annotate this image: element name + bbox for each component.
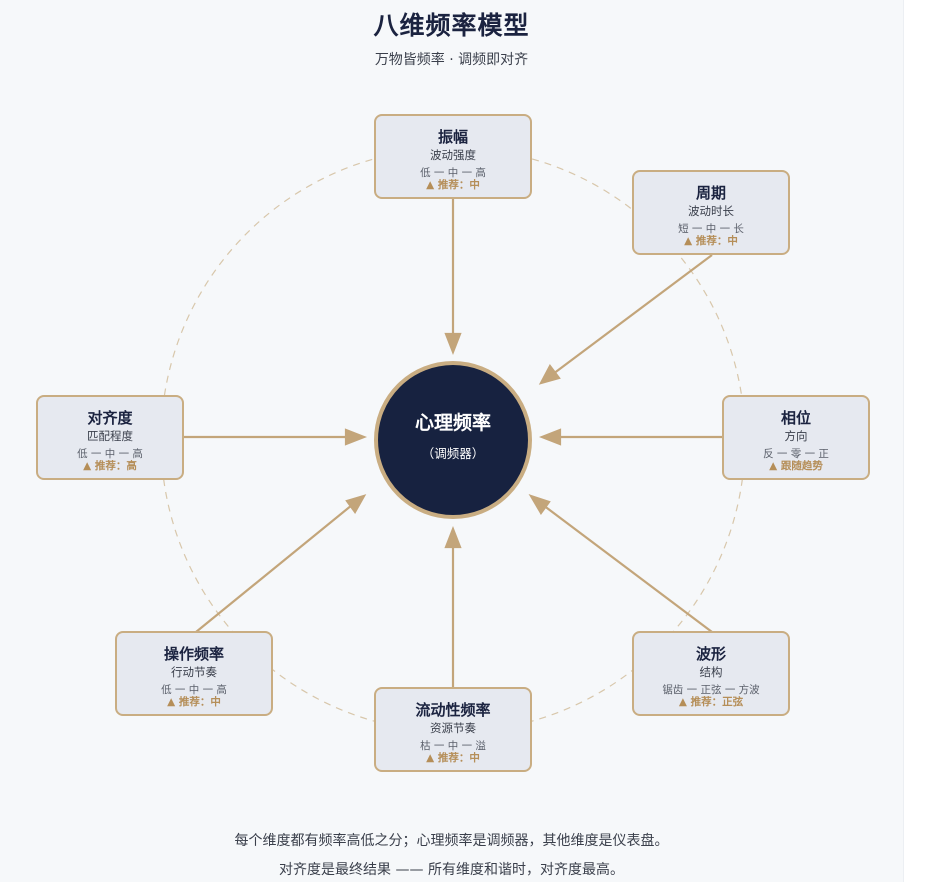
node-subtitle: 匹配程度 bbox=[87, 429, 133, 443]
node-recommendation: ▲ 推荐：中 bbox=[426, 179, 480, 191]
footer-line-2: 对齐度是最终结果 —— 所有维度和谐时，对齐度最高。 bbox=[279, 862, 624, 878]
node-scale: 低 一 中 一 高 bbox=[420, 167, 486, 179]
node-subtitle: 方向 bbox=[784, 429, 808, 443]
node-scale: 低 一 中 一 高 bbox=[161, 684, 227, 696]
node-recommendation: ▲ 推荐：正弦 bbox=[678, 696, 744, 708]
node-scale: 短 一 中 一 长 bbox=[678, 223, 744, 235]
node-recommendation: ▲ 推荐：高 bbox=[83, 460, 137, 472]
arrowhead-alignment bbox=[344, 428, 368, 446]
node-title: 波形 bbox=[695, 645, 726, 663]
node-flow: 流动性频率 资源节奏 枯 一 中 一 溢 ▲ 推荐：中 bbox=[374, 687, 532, 772]
node-title: 振幅 bbox=[437, 128, 468, 146]
arrow-period bbox=[552, 254, 713, 375]
arrowhead-flow bbox=[444, 525, 462, 549]
arrowhead-waveform bbox=[528, 494, 551, 516]
arrowhead-phase bbox=[538, 428, 562, 446]
node-title: 流动性频率 bbox=[415, 701, 491, 719]
node-subtitle: 行动节奏 bbox=[171, 665, 217, 679]
arrowhead-operation bbox=[345, 494, 367, 515]
arrowhead-period bbox=[538, 363, 561, 385]
node-subtitle: 资源节奏 bbox=[430, 721, 476, 735]
node-waveform: 波形 结构 锯齿 一 正弦 一 方波 ▲ 推荐：正弦 bbox=[632, 631, 790, 716]
center-title: 心理频率 bbox=[414, 412, 491, 434]
node-phase: 相位 方向 反 一 零 一 正 ▲ 跟随趋势 bbox=[722, 395, 870, 480]
arrowhead-amplitude bbox=[444, 332, 462, 356]
node-title: 操作频率 bbox=[163, 645, 224, 663]
node-subtitle: 波动时长 bbox=[688, 204, 734, 218]
center-node: 心理频率 （调频器） bbox=[374, 361, 532, 519]
node-amplitude: 振幅 波动强度 低 一 中 一 高 ▲ 推荐：中 bbox=[374, 114, 532, 199]
arrow-operation bbox=[195, 504, 353, 633]
node-title: 对齐度 bbox=[87, 409, 133, 427]
node-recommendation: ▲ 跟随趋势 bbox=[769, 460, 823, 472]
node-recommendation: ▲ 推荐：中 bbox=[426, 752, 480, 764]
node-scale: 反 一 零 一 正 bbox=[763, 448, 829, 460]
node-title: 周期 bbox=[695, 184, 726, 202]
node-subtitle: 结构 bbox=[699, 665, 723, 679]
node-subtitle: 波动强度 bbox=[430, 148, 476, 162]
node-operation: 操作频率 行动节奏 低 一 中 一 高 ▲ 推荐：中 bbox=[115, 631, 273, 716]
footer-line-1: 每个维度都有频率高低之分；心理频率是调频器，其他维度是仪表盘。 bbox=[234, 833, 669, 849]
node-scale: 低 一 中 一 高 bbox=[77, 448, 143, 460]
page-subtitle: 万物皆频率 · 调频即对齐 bbox=[374, 52, 529, 68]
center-subtitle: （调频器） bbox=[421, 446, 485, 461]
node-recommendation: ▲ 推荐：中 bbox=[684, 235, 738, 247]
node-scale: 枯 一 中 一 溢 bbox=[420, 740, 486, 752]
arrow-waveform bbox=[542, 504, 713, 633]
node-title: 相位 bbox=[780, 409, 811, 427]
node-recommendation: ▲ 推荐：中 bbox=[167, 696, 221, 708]
page-title: 八维频率模型 bbox=[373, 11, 530, 40]
node-scale: 锯齿 一 正弦 一 方波 bbox=[662, 684, 760, 696]
node-period: 周期 波动时长 短 一 中 一 长 ▲ 推荐：中 bbox=[632, 170, 790, 255]
node-alignment: 对齐度 匹配程度 低 一 中 一 高 ▲ 推荐：高 bbox=[36, 395, 184, 480]
